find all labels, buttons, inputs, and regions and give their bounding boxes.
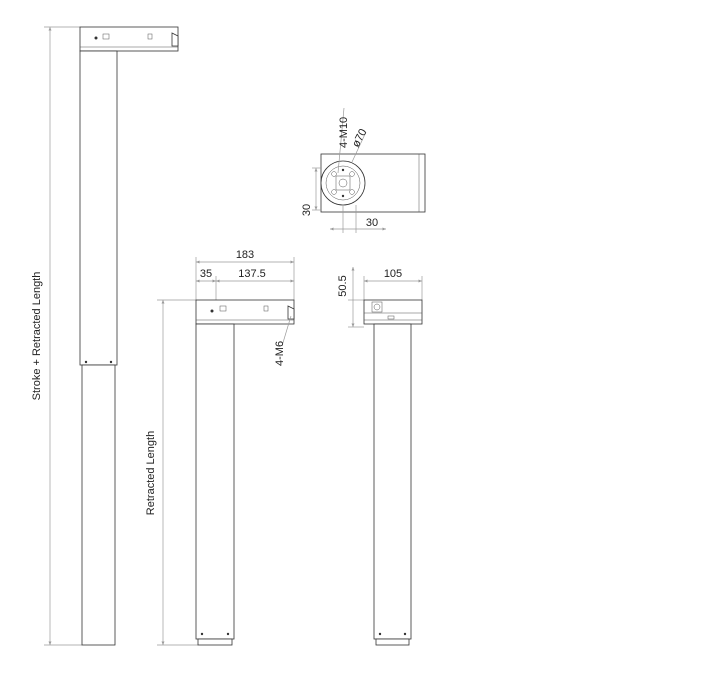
screw-icon	[210, 309, 214, 313]
center-square	[335, 175, 351, 191]
m6-label: 4-M6	[274, 341, 286, 366]
retracted-front-view: 183 35 137.5 Retracted Length 4-M6	[145, 249, 295, 646]
bracket-slot	[219, 305, 227, 312]
m6-leader-line	[281, 315, 292, 347]
screw-icon	[94, 36, 98, 40]
front-bracket	[195, 299, 295, 325]
lower-column	[81, 364, 116, 646]
foot-plate	[375, 638, 410, 646]
bolt-circle	[325, 165, 361, 201]
bracket-end-cap	[171, 32, 179, 47]
bracket-end-cap	[287, 305, 295, 320]
extended-leg-view: Stroke + Retracted Length	[31, 26, 179, 646]
side-view: 105 50.5	[337, 267, 423, 646]
bracket-slot	[263, 305, 269, 312]
width-105-label: 105	[384, 268, 402, 280]
bolt-hole	[331, 189, 337, 195]
top-bracket	[79, 26, 179, 52]
height-50-label: 50.5	[337, 275, 349, 296]
screw-icon	[84, 360, 88, 364]
top-view: 4-M10 ø70 30 30	[301, 107, 426, 233]
vertical-30-label: 30	[301, 204, 313, 216]
screw-icon	[200, 632, 204, 636]
screw-icon	[109, 360, 113, 364]
retracted-length-label: Retracted Length	[145, 431, 157, 515]
m10-label: 4-M10	[338, 117, 350, 148]
width-137-label: 137.5	[238, 268, 266, 280]
bolt-hole	[349, 189, 355, 195]
screw-icon	[341, 168, 345, 172]
width-35-label: 35	[200, 268, 212, 280]
phi70-leader-line	[351, 131, 367, 163]
screw-icon	[378, 632, 382, 636]
side-column	[373, 323, 412, 640]
bracket-hole	[373, 303, 381, 311]
screw-icon	[403, 632, 407, 636]
bracket-square	[371, 301, 383, 313]
width-183-label: 183	[236, 249, 254, 261]
phi70-label: ø70	[350, 127, 370, 149]
upper-column	[79, 50, 118, 366]
center-hole	[338, 178, 348, 188]
bolt-hole	[331, 171, 337, 177]
horizontal-30-label: 30	[366, 217, 378, 229]
bracket-slot	[147, 33, 153, 40]
column-circle	[320, 160, 366, 206]
screw-icon	[341, 194, 345, 198]
foot-plate	[197, 638, 233, 646]
bolt-hole	[349, 171, 355, 177]
bracket-slot	[102, 33, 110, 40]
m10-leader-line	[337, 107, 345, 174]
screw-icon	[226, 632, 230, 636]
stroke-retracted-label: Stroke + Retracted Length	[31, 272, 43, 401]
bracket-slot	[387, 315, 395, 320]
front-column	[195, 323, 235, 640]
